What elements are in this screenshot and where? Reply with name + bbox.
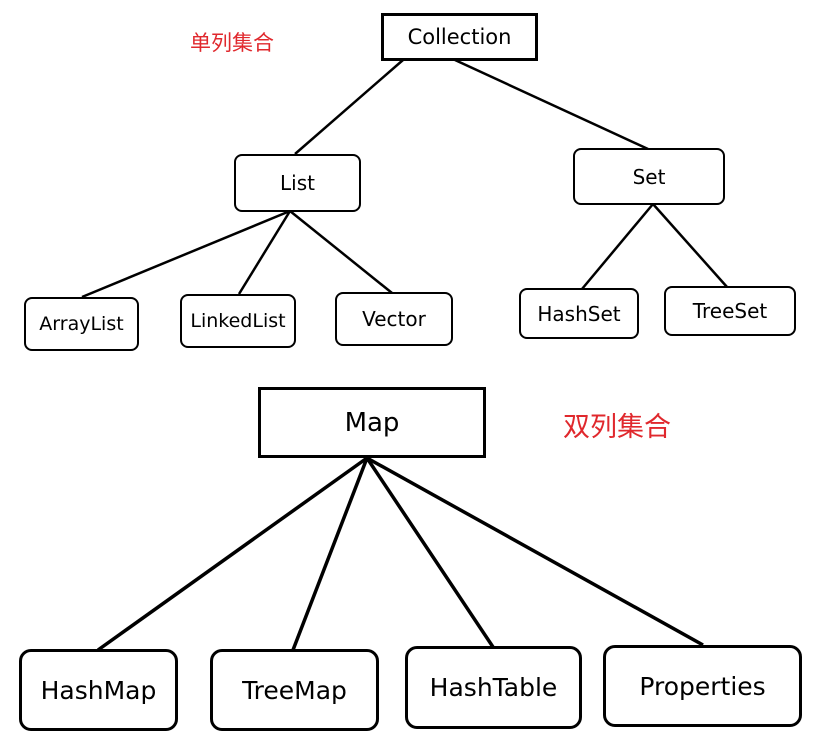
set-node: Set xyxy=(573,148,725,205)
edge-list-linkedlist xyxy=(237,210,292,295)
edge-map-hashtable xyxy=(365,457,495,648)
edge-list-vector xyxy=(289,210,393,294)
edge-set-hashset xyxy=(581,203,654,290)
hashmap-node: HashMap xyxy=(19,649,178,731)
double-column-collection-label: 双列集合 xyxy=(563,412,671,443)
treeset-node: TreeSet xyxy=(664,286,796,336)
collection-node: Collection xyxy=(381,13,538,61)
edge-set-treeset xyxy=(652,203,728,288)
list-node: List xyxy=(234,154,361,212)
edge-collection-set xyxy=(454,58,649,151)
map-node: Map xyxy=(258,387,486,458)
edge-collection-list xyxy=(294,59,404,155)
edge-list-arraylist xyxy=(81,209,291,299)
treemap-node: TreeMap xyxy=(210,649,379,731)
edge-map-properties xyxy=(366,456,704,647)
properties-node: Properties xyxy=(603,645,802,727)
edge-map-hashmap xyxy=(96,456,369,652)
vector-node: Vector xyxy=(335,292,453,346)
hashset-node: HashSet xyxy=(519,288,639,339)
linkedlist-node: LinkedList xyxy=(180,294,296,348)
arraylist-node: ArrayList xyxy=(24,297,139,351)
hashtable-node: HashTable xyxy=(405,646,582,729)
single-column-collection-label: 单列集合 xyxy=(190,31,274,55)
edge-map-treemap xyxy=(291,457,369,651)
